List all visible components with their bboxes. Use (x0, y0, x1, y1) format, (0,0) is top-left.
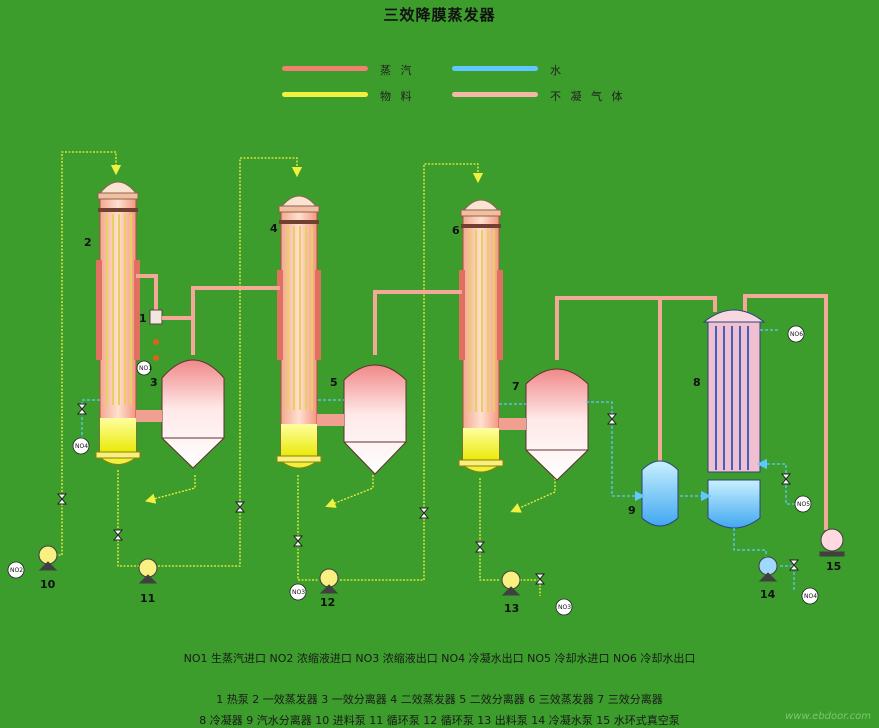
caption-nozzles: NO1 生蒸汽进口 NO2 浓缩液进口 NO3 浓缩液出口 NO4 冷凝水出口 … (183, 652, 696, 665)
label-2: 2 (84, 236, 92, 249)
tag-no3b: NO3 (558, 604, 571, 611)
evaporator-3 (457, 199, 505, 473)
tag-no4b: NO4 (804, 593, 817, 600)
label-15: 15 (826, 560, 841, 573)
legend-swatch-material (282, 92, 368, 97)
tag-no5: NO5 (797, 501, 810, 508)
label-5: 5 (330, 376, 338, 389)
tag-no1: NO1 (139, 365, 152, 372)
label-14: 14 (760, 588, 776, 601)
pumps (38, 528, 845, 596)
label-13: 13 (504, 602, 519, 615)
water-lines (81, 329, 800, 590)
caption-equipment-line-1: 1 热泵 2 一效蒸发器 3 一效分离器 4 二效蒸发器 5 二效分离器 6 三… (216, 693, 663, 706)
separator-3 (499, 368, 589, 481)
feed-pump-10 (38, 545, 58, 571)
separator-1 (136, 359, 225, 469)
watermark: www.ebdoor.com (785, 711, 871, 722)
evaporator-2 (275, 195, 323, 469)
tag-no2: NO2 (10, 567, 23, 574)
label-7: 7 (512, 380, 520, 393)
diagram-title: 三效降膜蒸发器 (383, 6, 496, 24)
material-lines (55, 151, 556, 596)
heat-pump-1 (149, 309, 193, 361)
tag-no4a: NO4 (75, 443, 88, 450)
circulation-pump-12 (319, 568, 339, 594)
vapor-lines (136, 274, 828, 530)
label-6: 6 (452, 224, 460, 237)
condensate-pump-14 (758, 556, 778, 582)
label-9: 9 (628, 504, 636, 517)
legend-label-steam: 蒸 汽 (380, 64, 415, 77)
legend-label-noncondensable: 不 凝 气 体 (550, 90, 626, 103)
tag-no3a: NO3 (292, 589, 305, 596)
vacuum-pump-15 (819, 528, 845, 557)
nozzle-tags (7, 325, 819, 616)
label-10: 10 (40, 578, 56, 591)
valves (56, 403, 800, 585)
tag-no6: NO6 (790, 331, 803, 338)
label-1: 1 (139, 312, 147, 325)
legend-swatch-steam (282, 66, 368, 71)
condenser-8 (702, 309, 766, 529)
evaporator-1 (94, 181, 142, 465)
label-8: 8 (693, 376, 701, 389)
discharge-pump-13 (501, 570, 521, 596)
nozzle-tag-labels: NO1 NO2 NO3 NO3 NO4 NO4 NO5 NO6 (10, 331, 817, 611)
legend-label-material: 物 料 (380, 90, 415, 103)
separator-9 (641, 460, 679, 527)
caption-equipment-line-2: 8 冷凝器 9 汽水分离器 10 进料泵 11 循环泵 12 循环泵 13 出料… (199, 714, 680, 727)
circulation-pump-11 (138, 558, 158, 584)
separator-2 (317, 364, 407, 475)
label-4: 4 (270, 222, 278, 235)
equipment-number-labels: 1 2 3 4 5 6 7 8 9 10 11 12 13 14 15 (40, 222, 841, 615)
legend-label-water: 水 (550, 64, 564, 77)
legend-swatch-water (452, 66, 538, 71)
legend-swatch-noncondensable (452, 92, 538, 97)
label-3: 3 (150, 376, 158, 389)
label-12: 12 (320, 596, 335, 609)
label-11: 11 (140, 592, 155, 605)
